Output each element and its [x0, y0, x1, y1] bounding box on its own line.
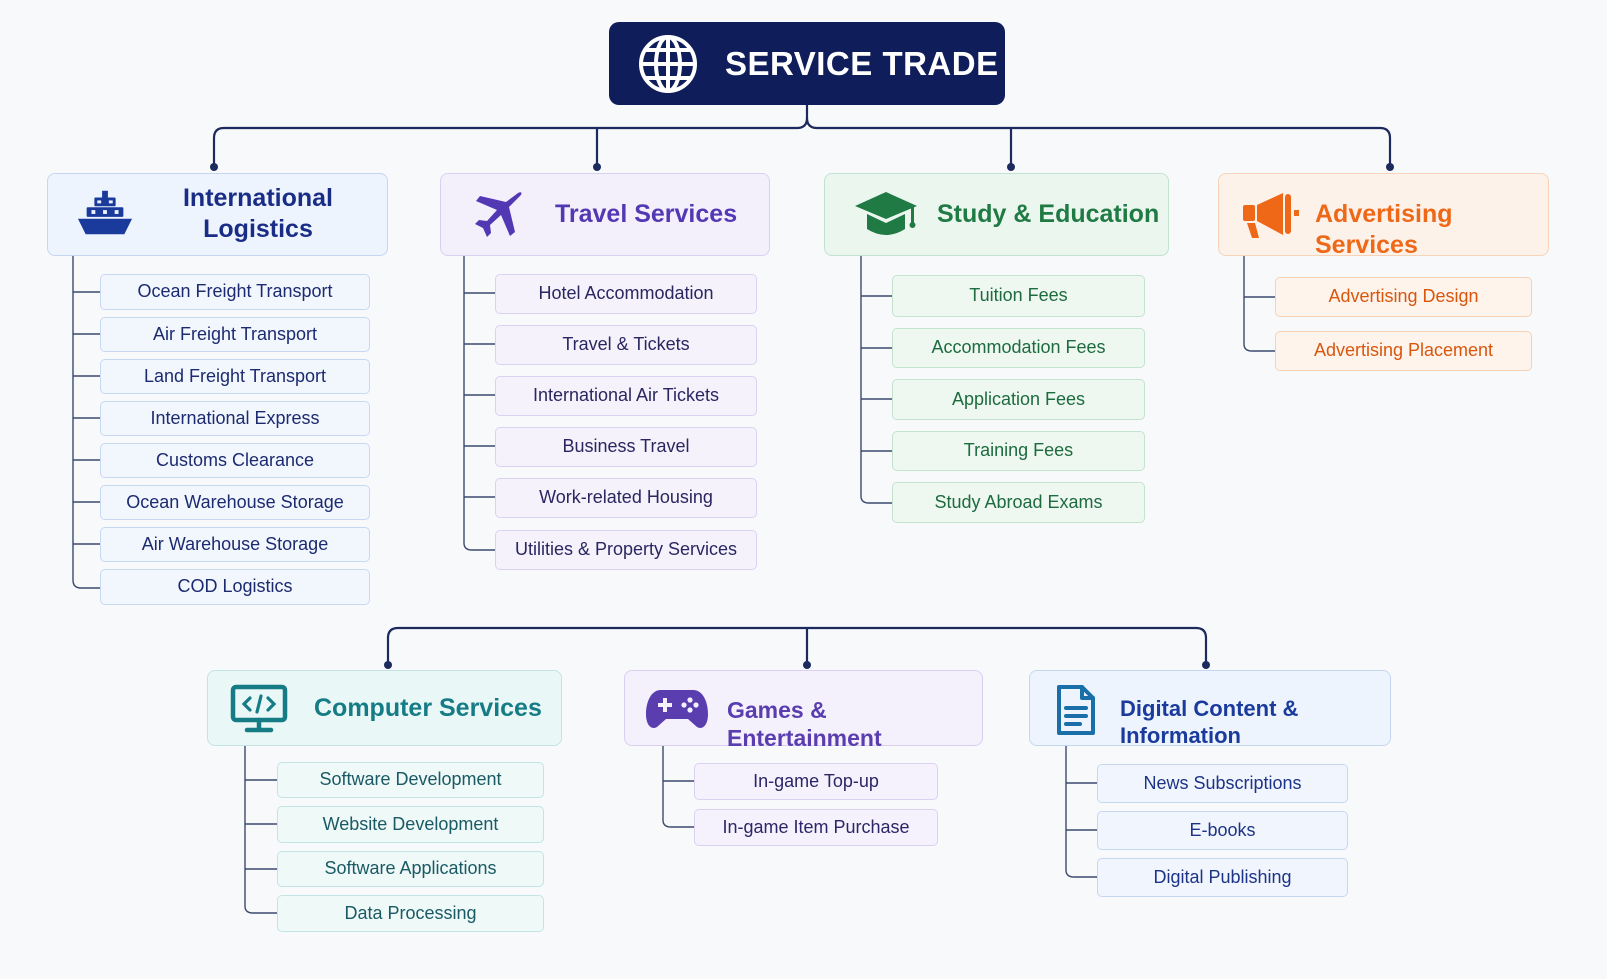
category-title-line2: Logistics — [203, 214, 313, 243]
graduation-cap-icon — [855, 192, 917, 235]
list-item: News Subscriptions — [1097, 764, 1348, 803]
list-item: Advertising Design — [1275, 277, 1532, 317]
list-item: Customs Clearance — [100, 443, 370, 478]
airplane-icon — [475, 192, 522, 237]
list-item: International Air Tickets — [495, 376, 757, 416]
list-item: Tuition Fees — [892, 275, 1145, 317]
list-item: Work-related Housing — [495, 478, 757, 518]
category-title: Digital Content & Information — [1120, 696, 1299, 748]
category-title: Computer Services — [314, 694, 542, 722]
list-item: Software Development — [277, 762, 544, 798]
category-title: Travel Services — [555, 200, 738, 228]
list-item: In-game Item Purchase — [694, 809, 938, 846]
list-item: Ocean Warehouse Storage — [100, 485, 370, 520]
list-item: Utilities & Property Services — [495, 530, 757, 570]
gamepad-icon — [646, 690, 708, 728]
list-item: E-books — [1097, 811, 1348, 850]
category-title: Games & Entertainment — [727, 697, 882, 752]
list-item: International Express — [100, 401, 370, 436]
list-item: Air Freight Transport — [100, 317, 370, 352]
list-item: Training Fees — [892, 431, 1145, 471]
category-digital-content-information: Digital Content & Information — [1029, 670, 1391, 748]
category-title-line1: International — [182, 184, 333, 212]
list-item: Application Fees — [892, 379, 1145, 420]
category-computer-services: Computer Services — [207, 670, 562, 746]
document-icon — [1057, 685, 1095, 735]
category-games-entertainment: Games & Entertainment — [624, 670, 983, 751]
globe-icon — [639, 35, 697, 93]
category-title: Advertising Services — [1315, 200, 1453, 259]
root-title: SERVICE TRADE — [725, 45, 999, 82]
list-item: Land Freight Transport — [100, 359, 370, 394]
list-item: Website Development — [277, 806, 544, 843]
list-item: Software Applications — [277, 851, 544, 887]
megaphone-icon — [1243, 193, 1299, 238]
list-item: Air Warehouse Storage — [100, 527, 370, 562]
category-international-logistics: International Logistics — [47, 173, 388, 256]
list-item: COD Logistics — [100, 569, 370, 605]
root-node: SERVICE TRADE — [609, 22, 1005, 105]
list-item: Accommodation Fees — [892, 328, 1145, 368]
code-monitor-icon — [230, 684, 288, 733]
list-item: Hotel Accommodation — [495, 274, 757, 314]
list-item: Study Abroad Exams — [892, 482, 1145, 523]
list-item: Business Travel — [495, 427, 757, 467]
category-travel-services: Travel Services — [440, 173, 770, 256]
category-advertising-services: Advertising Services — [1218, 173, 1549, 259]
list-item: Data Processing — [277, 895, 544, 932]
category-study-education: Study & Education — [824, 173, 1169, 256]
ship-icon — [77, 190, 133, 235]
list-item: Digital Publishing — [1097, 858, 1348, 897]
list-item: Advertising Placement — [1275, 331, 1532, 371]
list-item: In-game Top-up — [694, 763, 938, 800]
category-title: Study & Education — [937, 200, 1160, 228]
list-item: Travel & Tickets — [495, 325, 757, 365]
list-item: Ocean Freight Transport — [100, 274, 370, 310]
